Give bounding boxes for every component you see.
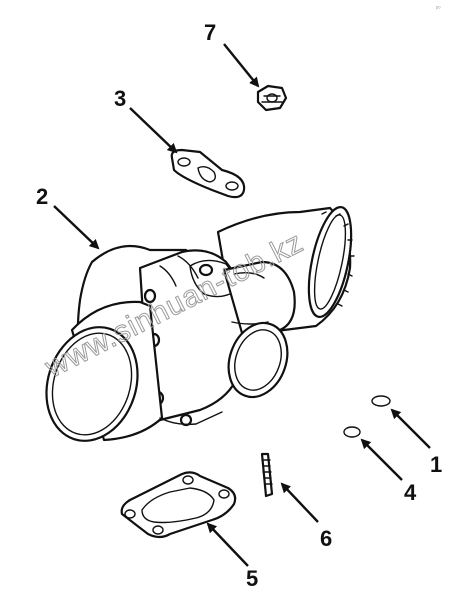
corner-tag: ᵖᵒ (436, 6, 441, 12)
leader-5 (206, 522, 249, 567)
part-6-stud (260, 452, 274, 498)
part-1-o-ring (371, 395, 391, 407)
part-5-gasket (120, 471, 237, 539)
leader-arrows (53, 43, 431, 567)
leader-7 (223, 43, 260, 88)
leader-4 (360, 438, 403, 481)
callout-5: 5 (246, 566, 258, 591)
part-3-gasket (170, 148, 246, 199)
leader-2 (53, 205, 100, 250)
part-4-o-ring (343, 426, 361, 438)
callout-3: 3 (114, 86, 126, 111)
callout-4: 4 (404, 480, 417, 505)
callout-1: 1 (430, 452, 442, 477)
part-7-nut (256, 84, 288, 112)
callout-6: 6 (320, 526, 332, 551)
callout-2: 2 (36, 184, 48, 209)
callout-7: 7 (204, 20, 216, 45)
leader-6 (280, 482, 319, 523)
leader-3 (129, 107, 178, 154)
part-2-turbocharger (45, 205, 355, 442)
leader-1 (390, 408, 431, 449)
